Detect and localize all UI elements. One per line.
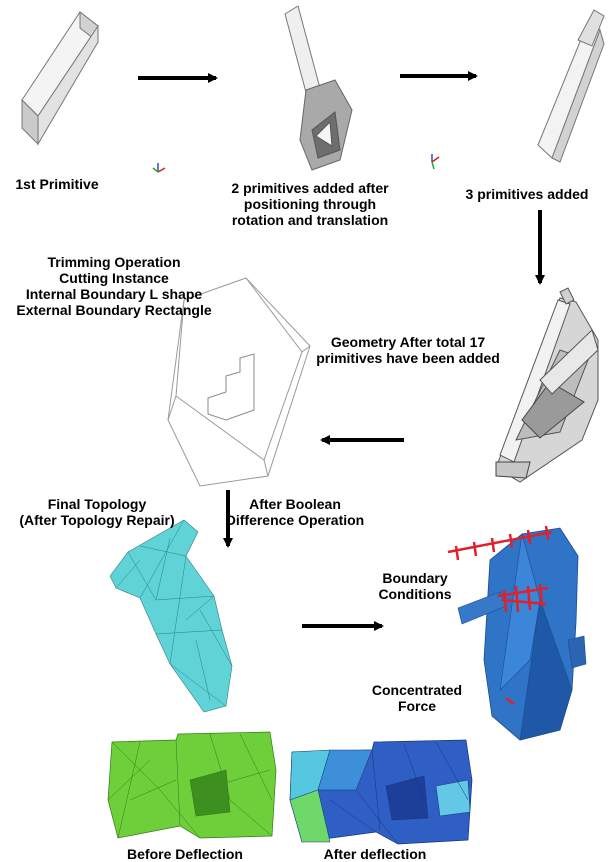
label-before-deflection: Before Deflection — [127, 846, 243, 862]
after-deflection-mesh — [289, 739, 473, 845]
geometry-17-primitives — [495, 287, 599, 483]
label-three-primitives: 3 primitives added — [465, 186, 589, 202]
two-primitives-geometry — [284, 5, 353, 171]
label-trimming-operation: Trimming Operation Cutting Instance Inte… — [16, 254, 212, 318]
label-boolean-difference: After Boolean Difference Operation — [225, 496, 365, 528]
label-two-primitives: 2 primitives added after positioning thr… — [231, 180, 389, 228]
label-final-topology: Final Topology (After Topology Repair) — [19, 496, 175, 528]
label-geometry-17: Geometry After total 17 primitives have … — [316, 334, 500, 366]
label-concentrated-force: Concentrated Force — [371, 682, 463, 714]
final-topology-mesh — [109, 519, 233, 713]
cutting-instance-wireframe — [167, 277, 311, 487]
label-first-primitive: 1st Primitive — [15, 176, 99, 192]
before-deflection-mesh — [107, 731, 277, 839]
axis-triad-icon — [431, 154, 440, 170]
first-primitive-geometry — [21, 10, 99, 146]
label-after-deflection: After deflection — [323, 846, 427, 862]
label-boundary-conditions: Boundary Conditions — [378, 570, 452, 602]
boundary-conditions-model — [447, 525, 587, 741]
three-primitives-geometry — [537, 9, 605, 163]
axis-triad-icon — [152, 163, 166, 173]
